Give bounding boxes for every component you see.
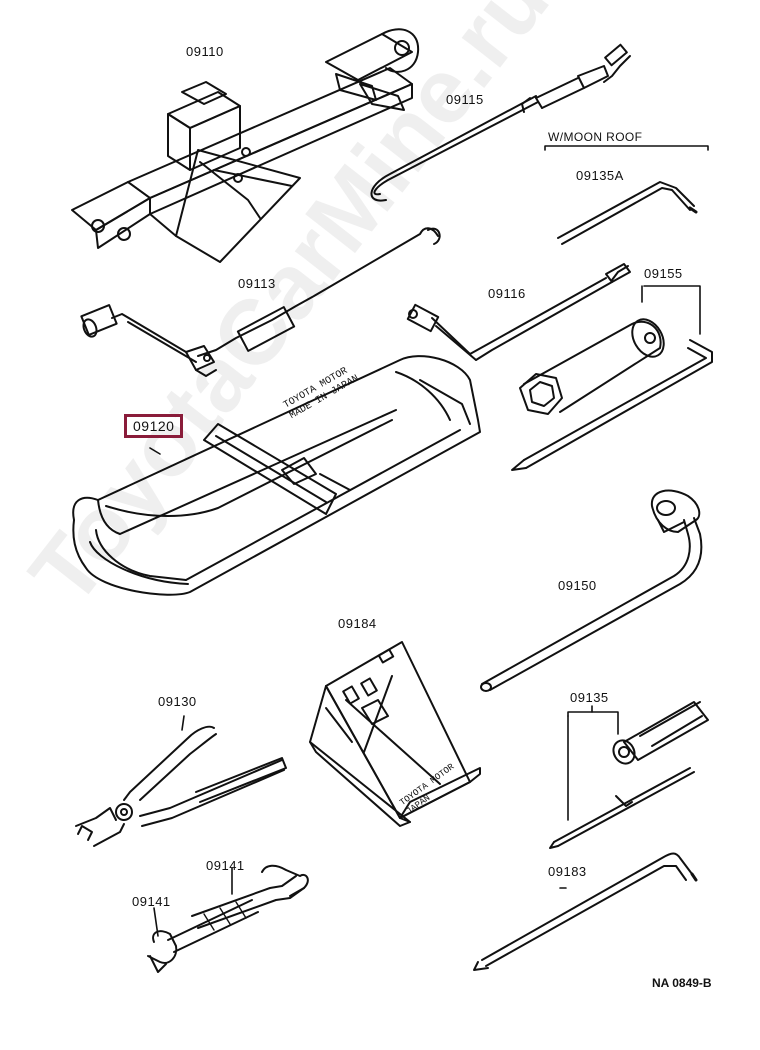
- wheel-nut-wrench-drawing: [480, 489, 703, 692]
- part-label-socket-wrench[interactable]: 09155: [644, 266, 683, 281]
- part-label-tool-bag[interactable]: 09120: [124, 414, 184, 438]
- part-label-screwdriver[interactable]: 09135: [570, 690, 609, 705]
- jack-handle-drawing: [80, 227, 441, 377]
- part-label-jack-handle-extension[interactable]: 09115: [446, 92, 484, 107]
- part-label-wheel-chock[interactable]: 09184: [338, 616, 377, 631]
- jack-drawing: [71, 28, 420, 263]
- pliers-drawing: [75, 715, 287, 847]
- jack-handle-extension-drawing: [370, 43, 631, 202]
- part-label-moonroof-wrench[interactable]: 09135A: [576, 168, 624, 183]
- hub-nut-wrench-drawing: [473, 852, 698, 971]
- part-label-wheel-nut-wrench[interactable]: 09150: [558, 578, 597, 593]
- note-moon-roof: W/MOON ROOF: [548, 130, 643, 144]
- screwdriver-drawing: [549, 701, 709, 849]
- socket-wrench-drawing: [511, 285, 713, 471]
- moonroof-wrench-drawing: [557, 181, 698, 245]
- part-label-jack[interactable]: 09110: [186, 44, 224, 59]
- part-label-spanner-a[interactable]: 09141: [206, 858, 245, 873]
- spanner-a-drawing: [191, 864, 309, 931]
- part-label-spanner-b[interactable]: 09141: [132, 894, 171, 909]
- part-label-pliers[interactable]: 09130: [158, 694, 197, 709]
- tool-bag-drawing: [72, 355, 481, 596]
- part-label-jack-handle[interactable]: 09113: [238, 276, 276, 291]
- part-label-hub-nut-wrench[interactable]: 09183: [548, 864, 587, 879]
- spanner-b-drawing: [147, 899, 259, 973]
- jack-handle-bar-drawing: [406, 263, 631, 361]
- drawing-code: NA 0849-B: [652, 976, 712, 990]
- wheel-chock-drawing: [309, 641, 481, 827]
- part-label-jack-handle-bar[interactable]: 09116: [488, 286, 526, 301]
